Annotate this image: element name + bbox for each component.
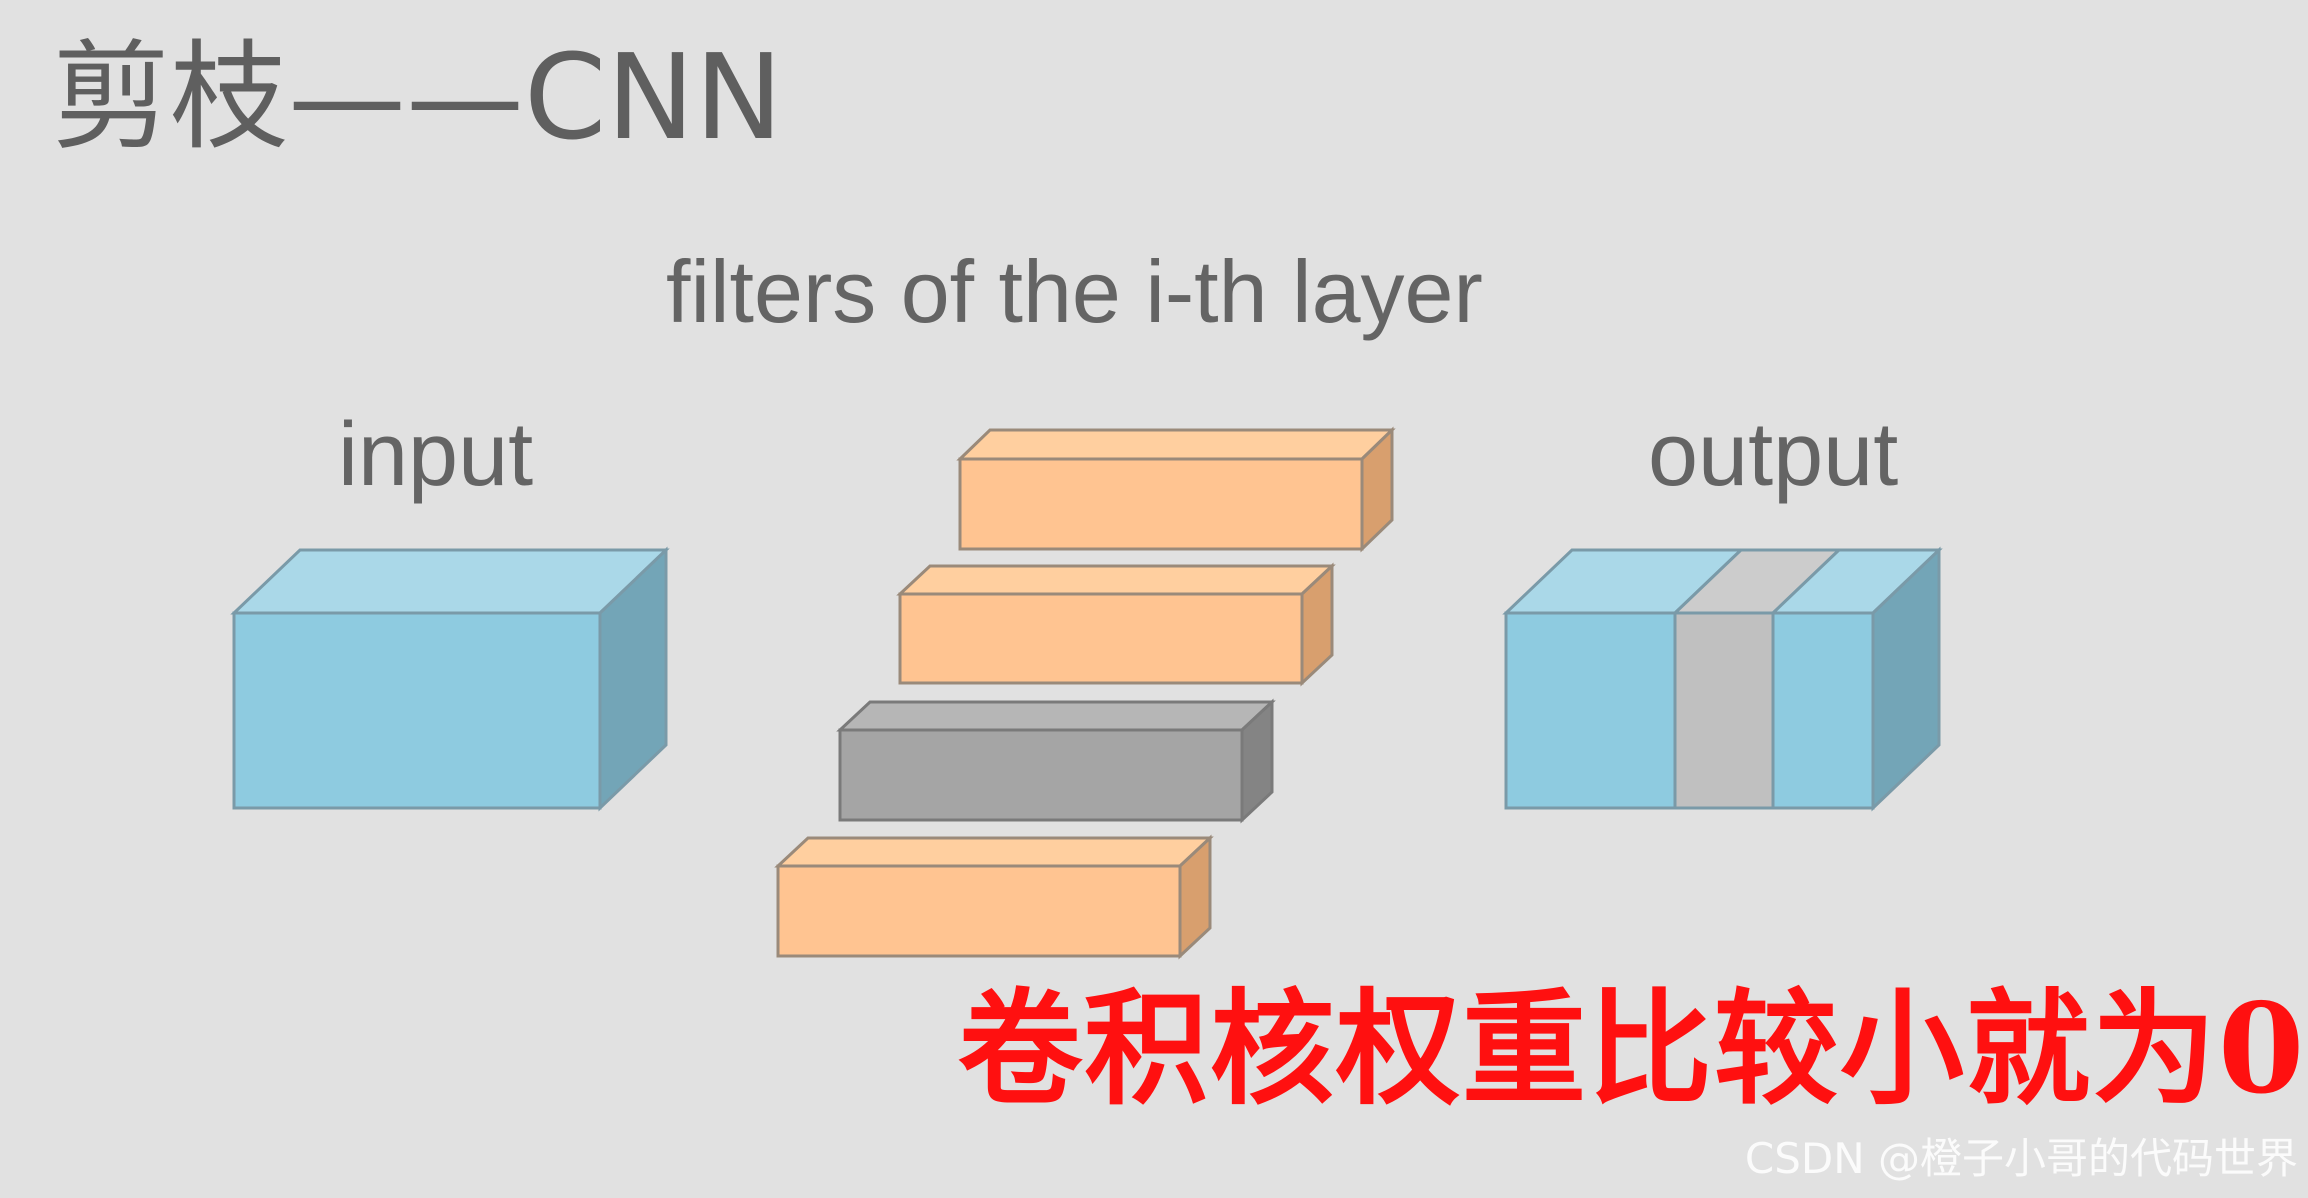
- output-slice-3-front: [1773, 613, 1873, 808]
- watermark: CSDN @橙子小哥的代码世界: [1745, 1138, 2298, 1180]
- filter-1-top: [960, 430, 1392, 459]
- filter-3-pruned: [840, 702, 1272, 820]
- filter-1-front: [960, 459, 1362, 549]
- filter-4: [778, 838, 1210, 956]
- filter-4-top: [778, 838, 1210, 866]
- input-block-top: [234, 550, 666, 613]
- filter-2-front: [900, 594, 1302, 683]
- output-slice-1-front: [1506, 613, 1675, 808]
- filter-2-top: [900, 566, 1332, 594]
- filter-3-top: [840, 702, 1272, 730]
- input-block: [234, 550, 666, 808]
- output-block: [1506, 550, 1939, 808]
- input-block-front: [234, 613, 600, 808]
- filter-3-front: [840, 730, 1242, 820]
- filter-1: [960, 430, 1392, 549]
- output-slice-2-front: [1675, 613, 1773, 808]
- annotation-text: 卷积核权重比较小就为0: [958, 988, 2306, 1112]
- filter-2: [900, 566, 1332, 683]
- filter-4-front: [778, 866, 1180, 956]
